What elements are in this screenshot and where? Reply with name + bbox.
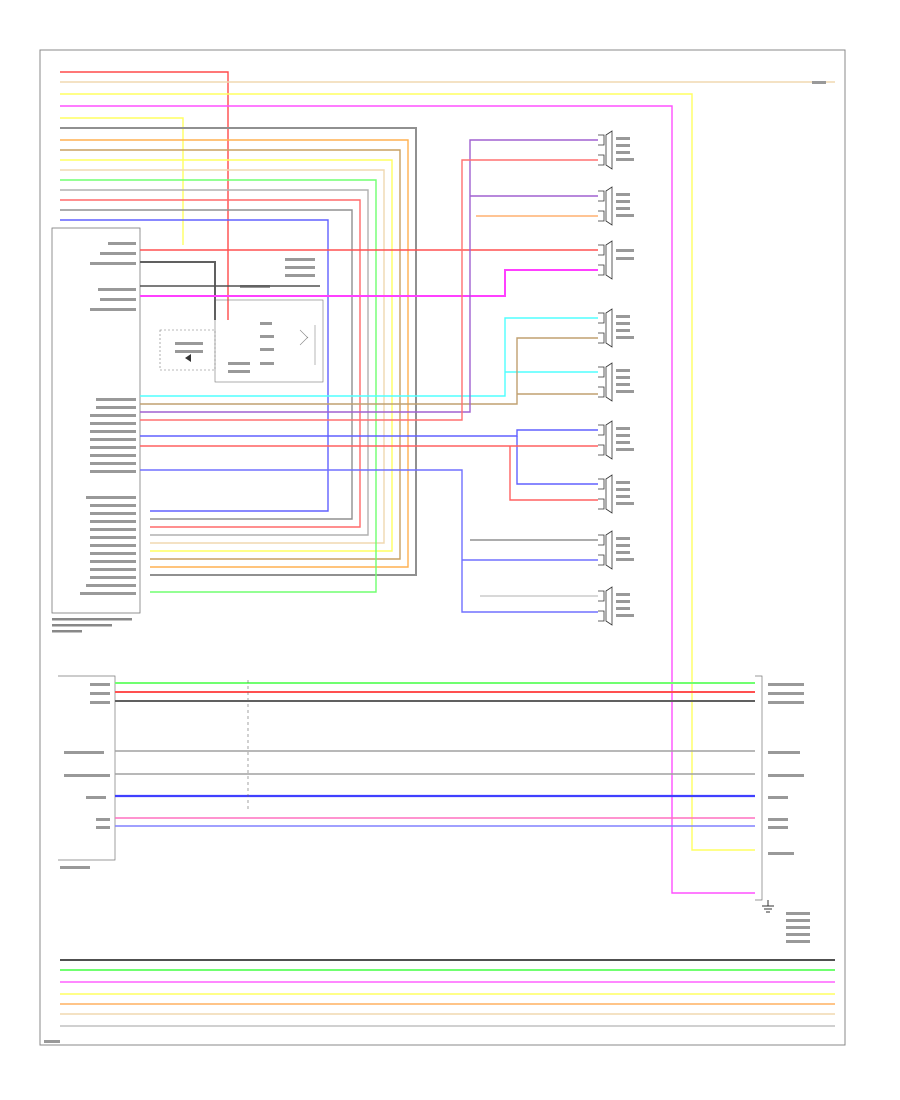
speaker-rf-door bbox=[598, 130, 634, 170]
wire-yellow-top bbox=[60, 93, 755, 851]
speaker-rr-tweeter bbox=[598, 586, 634, 626]
wire-yellow-2 bbox=[60, 117, 184, 245]
audio-satellite-wires bbox=[115, 680, 755, 827]
speaker-rr-door bbox=[598, 530, 634, 570]
amp-pin-labels bbox=[80, 242, 136, 595]
wire-red-rf bbox=[140, 159, 598, 421]
ground-icon bbox=[762, 900, 774, 913]
wire-pink-top bbox=[60, 105, 755, 894]
amp-output-wires bbox=[140, 139, 598, 613]
wire-red-2 bbox=[60, 199, 361, 528]
wire-yellow-3 bbox=[60, 159, 393, 552]
wire-tan-2 bbox=[60, 169, 385, 544]
wire-gray-3 bbox=[60, 209, 353, 520]
wire-purple-rr bbox=[140, 469, 598, 613]
wire-blue-lrt bbox=[516, 436, 598, 485]
wire-cyan-lf bbox=[140, 317, 598, 397]
amp-internal-schematic bbox=[159, 258, 324, 383]
wire-gray-1 bbox=[60, 127, 417, 576]
diagram-frame bbox=[39, 49, 846, 1046]
speaker-group bbox=[598, 130, 634, 626]
bottom-bus bbox=[60, 959, 835, 1027]
wire-brown-lf bbox=[140, 337, 598, 405]
satellite-module bbox=[755, 675, 810, 943]
wire-black-amp bbox=[140, 261, 216, 320]
wire-brown-1 bbox=[60, 149, 401, 560]
wire-red-top bbox=[60, 71, 229, 320]
wire-green-1 bbox=[60, 179, 377, 593]
speaker-center bbox=[598, 240, 634, 280]
speaker-lr-tweeter bbox=[598, 474, 634, 514]
wire-violet-rf bbox=[140, 139, 598, 413]
audio-unit-module bbox=[58, 675, 116, 869]
top-bus bbox=[60, 71, 835, 894]
speaker-lf-door bbox=[598, 308, 634, 348]
wire-blue-lr bbox=[140, 429, 598, 437]
wire-gray-2 bbox=[60, 189, 369, 536]
wire-orange-1 bbox=[60, 139, 409, 568]
wire-red-lrt bbox=[509, 446, 598, 501]
speaker-lr-door bbox=[598, 420, 634, 460]
speaker-rf-tweeter bbox=[598, 186, 634, 226]
amplifier-module bbox=[51, 227, 141, 633]
wire-blue-1 bbox=[60, 219, 329, 512]
wire-pink-center bbox=[140, 269, 598, 297]
amp-outline bbox=[51, 227, 141, 614]
speaker-lf-tweeter bbox=[598, 362, 634, 402]
